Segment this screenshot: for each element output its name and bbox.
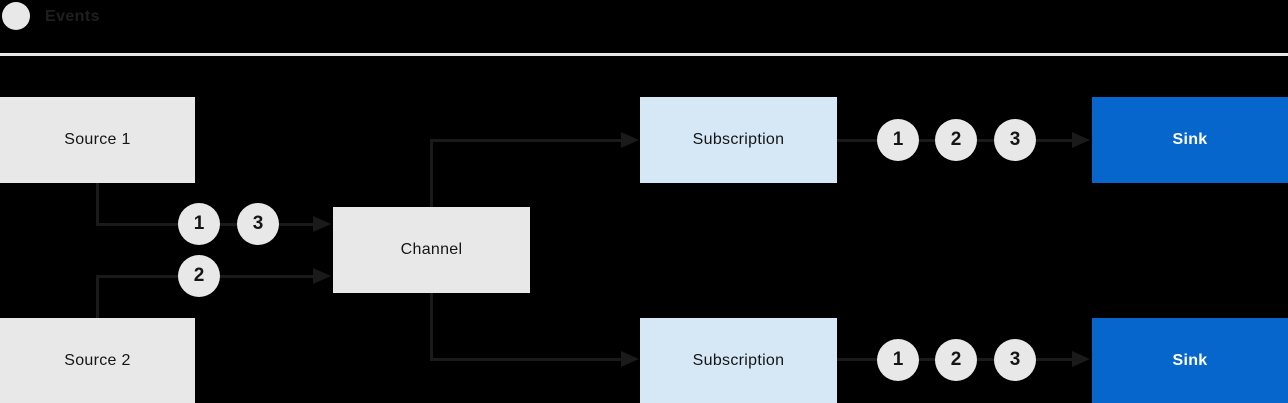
sink-bottom-node: Sink	[1092, 318, 1288, 403]
edge-channel-to-subscription-bottom	[430, 358, 623, 361]
event-number: 2	[950, 129, 962, 150]
event-number: 3	[1009, 129, 1021, 150]
event-circle-1: 1	[178, 203, 220, 245]
sink-top-label: Sink	[1172, 131, 1208, 148]
event-circle-2: 2	[935, 119, 977, 161]
edge-channel-up	[430, 139, 433, 207]
event-circle-3: 3	[237, 203, 279, 245]
arrowhead-subscription-bottom-to-sink-icon	[1072, 351, 1090, 367]
event-number: 3	[1009, 349, 1021, 370]
subscription-bottom-label: Subscription	[692, 351, 785, 369]
event-number: 2	[950, 349, 962, 370]
event-circle-1: 1	[877, 339, 919, 381]
source-2-label: Source 2	[64, 351, 131, 369]
channel-node: Channel	[333, 207, 530, 293]
event-number: 1	[193, 213, 205, 234]
event-circle-2: 2	[935, 339, 977, 381]
event-number: 1	[892, 129, 904, 150]
subscription-bottom-node: Subscription	[640, 318, 837, 403]
arrowhead-subscription-top-to-sink-icon	[1072, 132, 1090, 148]
event-circle-2: 2	[178, 255, 220, 297]
edge-source1-down	[96, 183, 99, 225]
source-1-node: Source 1	[0, 97, 195, 183]
event-circle-3: 3	[994, 339, 1036, 381]
event-circle-3: 3	[994, 119, 1036, 161]
sink-bottom-label: Sink	[1172, 351, 1208, 369]
source-1-label: Source 1	[64, 131, 131, 148]
legend-divider	[0, 53, 1288, 56]
event-legend-label: Events	[45, 8, 100, 25]
sink-top-node: Sink	[1092, 97, 1288, 183]
event-number: 1	[892, 349, 904, 370]
edge-channel-down	[430, 293, 433, 360]
arrowhead-channel-to-subscription-bottom-icon	[621, 351, 639, 367]
arrowhead-channel-to-subscription-top-icon	[621, 132, 639, 148]
subscription-top-node: Subscription	[640, 97, 837, 183]
arrowhead-source2-to-channel-icon	[313, 268, 331, 284]
event-legend-swatch-icon	[2, 2, 30, 30]
edge-source2-up	[96, 277, 99, 318]
event-number: 3	[252, 213, 264, 234]
channel-label: Channel	[400, 241, 463, 258]
arrowhead-source1-to-channel-icon	[313, 216, 331, 232]
source-2-node: Source 2	[0, 318, 195, 403]
event-number: 2	[193, 265, 205, 286]
event-circle-1: 1	[877, 119, 919, 161]
edge-channel-to-subscription-top	[430, 139, 623, 142]
subscription-top-label: Subscription	[692, 131, 785, 148]
